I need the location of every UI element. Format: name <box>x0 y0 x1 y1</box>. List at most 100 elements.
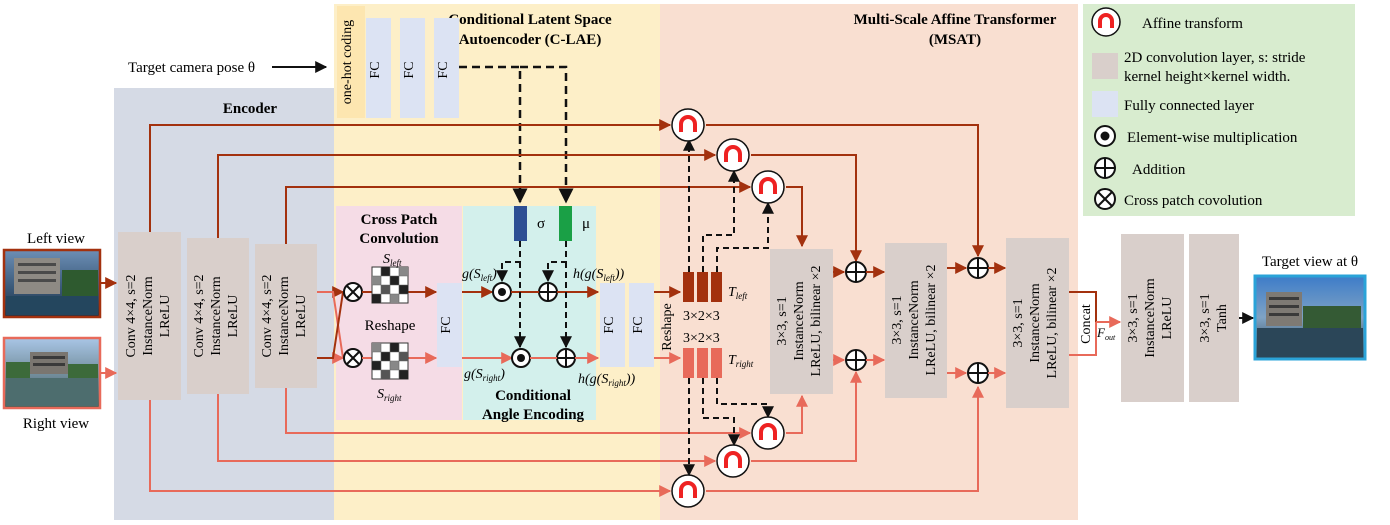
add-op-bottom <box>556 348 576 368</box>
cpc-fc-label: FC <box>439 316 454 333</box>
t-left-dash-2 <box>702 169 740 272</box>
msat-block-1-text: 3×3, s=1 InstanceNorm LReLU, bilinear ×2 <box>775 266 824 377</box>
legend-conv-label-1: 2D convolution layer, s: stride <box>1124 50 1306 66</box>
legend-cross-label: Cross patch covolution <box>1124 193 1263 209</box>
encoder-title: Encoder <box>223 101 278 117</box>
fc-label-3: FC <box>436 61 451 78</box>
svg-text:Conv 4×4, s=2: Conv 4×4, s=2 <box>124 274 139 357</box>
cross-patch-op-top <box>343 282 363 302</box>
skip-top-2b <box>751 154 862 263</box>
fc-to-mu-dash <box>520 65 574 204</box>
svg-text:InstanceNorm: InstanceNorm <box>792 281 807 360</box>
fc-block-1 <box>366 18 391 118</box>
decoder-block-2-text: 3×3, s=1 Tanh <box>1198 293 1230 342</box>
fc-to-sigma-dash <box>459 65 528 204</box>
msat-title-2: (MSAT) <box>929 32 981 48</box>
right-view-building <box>6 352 98 406</box>
s-right-label: Sright <box>377 387 402 403</box>
g-right-label: g(Sright) <box>464 367 505 383</box>
svg-text:InstanceNorm: InstanceNorm <box>1028 283 1043 362</box>
skip-top-3b <box>786 186 808 248</box>
skip-bot-2b <box>751 370 862 462</box>
affine-icon-bot-3 <box>751 416 785 450</box>
concat-label: Concat <box>1079 304 1094 344</box>
svg-text:Conv 4×4, s=2: Conv 4×4, s=2 <box>260 274 275 357</box>
decoder-block-2 <box>1189 234 1239 402</box>
legend-affine-icon <box>1091 7 1121 37</box>
msat-block-2 <box>885 243 947 398</box>
legend-fc-label: Fully connected layer <box>1124 98 1254 114</box>
msat-block-2-text: 3×3, s=1 InstanceNorm LReLU, bilinear ×2 <box>890 265 939 376</box>
mu-block <box>559 206 572 241</box>
left-view-label: Left view <box>27 231 85 247</box>
sigma-dash-down <box>496 241 521 283</box>
t-right-dash-2 <box>702 378 740 447</box>
svg-text:3×3, s=1: 3×3, s=1 <box>890 295 905 344</box>
cpc-title-2: Convolution <box>359 231 439 247</box>
t-right-block <box>683 348 722 378</box>
h-right-label: h(g(Sright)) <box>578 372 636 388</box>
encoder-block-3 <box>255 244 317 388</box>
svg-text:LReLU: LReLU <box>226 295 241 338</box>
fc-block-2 <box>400 18 425 118</box>
legend-fc-swatch <box>1092 91 1118 117</box>
msat-add-bot-1 <box>845 349 867 371</box>
legend-panel <box>1083 4 1355 216</box>
cpc-fc-block <box>437 283 462 367</box>
t-left-block <box>683 272 722 302</box>
dim-bot-label: 3×2×3 <box>683 331 720 346</box>
encoder-cross-diag-2 <box>317 291 344 359</box>
t-left-label: Tleft <box>728 285 748 301</box>
s-left-label: Sleft <box>383 252 402 268</box>
skip-bot-1 <box>149 400 672 497</box>
affine-icon-top-3 <box>751 170 785 204</box>
svg-text:Conv 4×4, s=2: Conv 4×4, s=2 <box>192 274 207 357</box>
onehot-block <box>337 6 365 118</box>
sigma-block <box>514 206 527 241</box>
cae-title-1: Conditional <box>495 388 571 404</box>
g-left-label: g(Sleft) <box>462 267 497 283</box>
camera-pose-label: Target camera pose θ <box>128 60 255 76</box>
legend-affine-label: Affine transform <box>1142 16 1243 32</box>
msat-add-top-1 <box>845 261 867 283</box>
cae-fc-label-2: FC <box>631 316 646 333</box>
fc-label-1: FC <box>368 61 383 78</box>
msat-add-bot-2 <box>967 362 989 384</box>
svg-text:Tanh: Tanh <box>1215 304 1230 332</box>
skip-bot-3b <box>786 394 808 434</box>
svg-text:3×3, s=1: 3×3, s=1 <box>775 296 790 345</box>
msat-block-3-text: 3×3, s=1 InstanceNorm LReLU, bilinear ×2 <box>1011 268 1060 379</box>
affine-icon-top-1 <box>671 108 705 142</box>
sigma-label: σ <box>537 216 545 232</box>
svg-text:LReLU, bilinear ×2: LReLU, bilinear ×2 <box>1045 268 1060 379</box>
legend-conv-swatch <box>1092 53 1118 79</box>
s-right-patch <box>371 342 409 380</box>
encoder-block-2 <box>187 238 249 394</box>
mult-op-top <box>492 282 512 302</box>
angle-encoding-region <box>463 206 596 420</box>
skip-top-2 <box>217 149 717 238</box>
svg-text:InstanceNorm: InstanceNorm <box>1143 278 1158 357</box>
svg-text:LReLU, bilinear ×2: LReLU, bilinear ×2 <box>809 266 824 377</box>
skip-bot-2 <box>217 394 717 467</box>
mu-dash-down <box>542 241 567 283</box>
cae-fc-block-1 <box>600 283 625 367</box>
fc-label-2: FC <box>402 61 417 78</box>
clae-title-2: Autoencoder (C-LAE) <box>459 32 602 48</box>
reshape-label-2: Reshape <box>660 303 675 350</box>
legend-add-icon <box>1094 157 1116 179</box>
onehot-label: one-hot coding <box>340 20 355 104</box>
affine-icon-bot-2 <box>716 444 750 478</box>
target-view-building <box>1257 292 1363 357</box>
concat-bot <box>1069 322 1097 356</box>
svg-text:LReLU: LReLU <box>158 295 173 338</box>
svg-text:InstanceNorm: InstanceNorm <box>209 276 224 355</box>
svg-text:LReLU: LReLU <box>294 295 309 338</box>
cae-fc-label-1: FC <box>602 316 617 333</box>
msat-add-top-2 <box>967 257 989 279</box>
t-right-dash-3 <box>716 378 774 419</box>
msat-title-1: Multi-Scale Affine Transformer <box>854 12 1057 28</box>
target-view-label: Target view at θ <box>1262 254 1358 270</box>
mu-label: μ <box>582 216 590 232</box>
skip-top-1b <box>706 124 984 258</box>
